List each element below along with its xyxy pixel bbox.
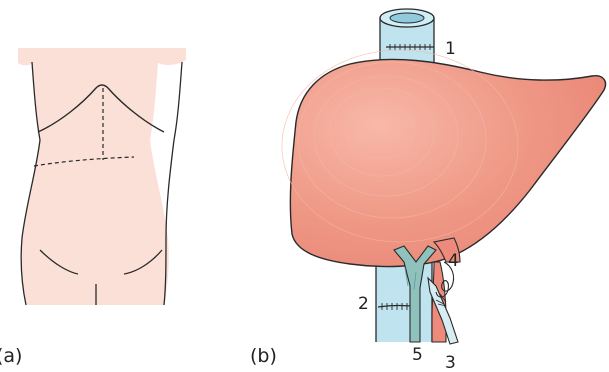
ivc-lower xyxy=(376,262,432,342)
torso-skin xyxy=(18,48,186,305)
liver xyxy=(290,59,605,266)
callout-3: 3 xyxy=(445,353,456,372)
panel-b-liver-graft xyxy=(282,9,606,344)
callout-4: 4 xyxy=(448,251,459,271)
panel-a-label: (a) xyxy=(0,345,22,367)
callout-5: 5 xyxy=(412,345,423,365)
panel-a-torso xyxy=(18,48,186,305)
callout-1: 1 xyxy=(445,39,456,59)
panel-b-label: (b) xyxy=(250,345,277,367)
callout-2: 2 xyxy=(358,294,369,314)
